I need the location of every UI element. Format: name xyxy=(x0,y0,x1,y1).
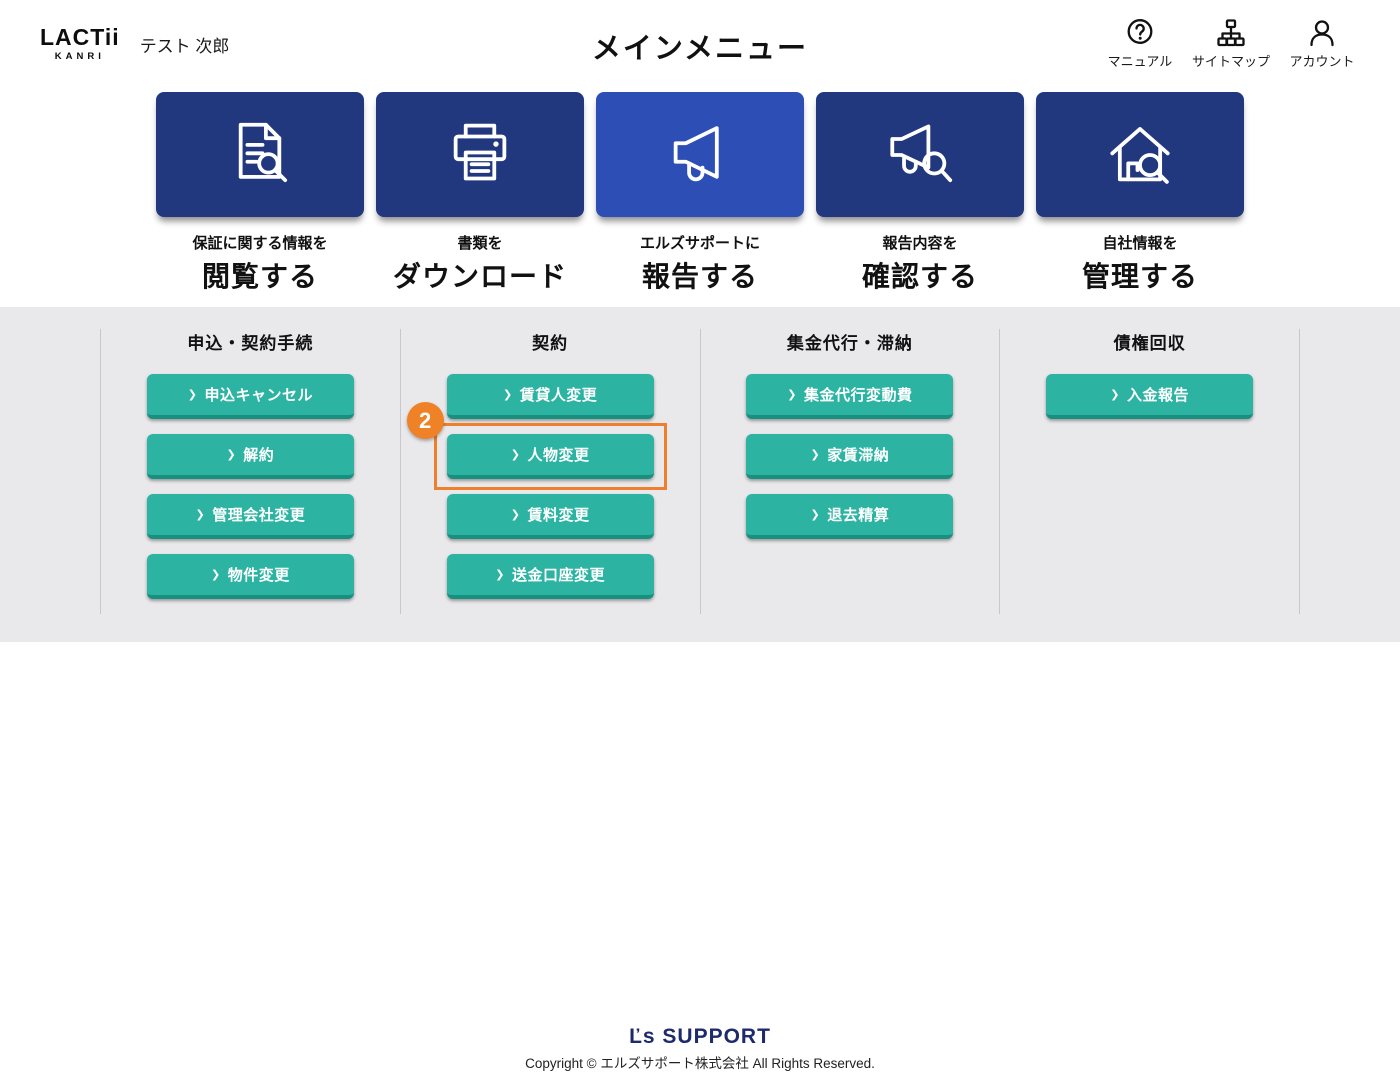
column-title: 契約 xyxy=(532,334,569,353)
nav-label-manual: マニュアル xyxy=(1107,54,1173,69)
column-title: 集金代行・滞納 xyxy=(786,334,913,353)
button-label: 家賃滞納 xyxy=(827,447,890,464)
column-application-contract: 申込・契約手続 申込キャンセル 解約 管理会社変更 物件変更 xyxy=(100,329,400,614)
move-out-settlement-button[interactable]: 退去精算 xyxy=(746,494,954,539)
step-badge: 2 xyxy=(406,402,444,439)
tile-check-report-contents-card[interactable] xyxy=(816,92,1024,217)
nav-label-account: アカウント xyxy=(1289,54,1355,69)
tile-download-documents-card[interactable] xyxy=(376,92,584,217)
termination-button[interactable]: 解約 xyxy=(146,434,354,479)
tile-label-line1: 書類を xyxy=(457,235,503,252)
tile-label-line2: 管理する xyxy=(1081,261,1198,292)
header-nav: マニュアル サイトマップ アカウント xyxy=(1102,18,1360,70)
tile-view-guarantee-info[interactable]: 保証に関する情報を 閲覧する xyxy=(156,92,364,295)
column-contract: 契約 賃貸人変更 2 人物変更 賃料変更 送金口座変更 xyxy=(399,329,700,614)
header: LACTii KANRI テスト 次郎 メインメニュー マニュアル xyxy=(0,0,1400,88)
button-label: 入金報告 xyxy=(1126,387,1189,404)
tile-label-line1: 自社情報を xyxy=(1102,235,1178,252)
nav-item-account[interactable]: アカウント xyxy=(1284,18,1360,70)
copyright-text: Copyright © エルズサポート株式会社 All Rights Reser… xyxy=(525,1056,875,1071)
tile-label-line2: 確認する xyxy=(861,261,978,292)
sitemap-icon xyxy=(1217,19,1245,47)
logo-text: LACTii xyxy=(40,24,120,51)
chevron-right-icon xyxy=(511,506,521,523)
logged-in-user-name: テスト 次郎 xyxy=(139,36,230,56)
tile-download-documents[interactable]: 書類を ダウンロード xyxy=(376,92,584,295)
collection-agency-variable-fee-button[interactable]: 集金代行変動費 xyxy=(746,374,954,419)
management-company-change-button[interactable]: 管理会社変更 xyxy=(146,494,354,539)
button-label: 管理会社変更 xyxy=(212,507,306,524)
nav-label-sitemap: サイトマップ xyxy=(1191,54,1270,69)
house-search-icon xyxy=(1110,126,1170,184)
chevron-right-icon xyxy=(227,446,237,463)
tile-report-to-ls-support-card[interactable] xyxy=(596,92,804,217)
rent-arrears-button[interactable]: 家賃滞納 xyxy=(746,434,954,479)
tile-label-line2: 閲覧する xyxy=(201,261,318,292)
payment-report-button[interactable]: 入金報告 xyxy=(1046,374,1254,419)
button-label: 人物変更 xyxy=(527,447,590,464)
tile-label-line1: 保証に関する情報を xyxy=(192,235,328,252)
chevron-right-icon xyxy=(811,506,821,523)
chevron-right-icon xyxy=(495,566,505,583)
remittance-account-change-button[interactable]: 送金口座変更 xyxy=(446,554,654,599)
document-search-icon xyxy=(238,122,288,182)
nav-item-manual[interactable]: マニュアル xyxy=(1102,18,1178,70)
person-change-button[interactable]: 人物変更 xyxy=(446,434,654,479)
account-icon xyxy=(1310,20,1334,47)
tile-label-line2: 報告する xyxy=(641,261,758,292)
button-label: 賃料変更 xyxy=(527,507,590,524)
help-icon xyxy=(1127,19,1153,44)
chevron-right-icon xyxy=(1110,386,1120,403)
footer: Ľs SUPPORT Copyright © エルズサポート株式会社 All R… xyxy=(0,1025,1400,1072)
column-debt-collection: 債権回収 入金報告 xyxy=(999,329,1300,614)
chevron-right-icon xyxy=(211,566,221,583)
button-label: 送金口座変更 xyxy=(511,567,605,584)
rent-change-button[interactable]: 賃料変更 xyxy=(446,494,654,539)
chevron-right-icon xyxy=(511,446,521,463)
highlight-box: 2 人物変更 xyxy=(406,402,667,490)
button-label: 解約 xyxy=(243,447,275,464)
chevron-right-icon xyxy=(196,506,206,523)
button-label: 集金代行変動費 xyxy=(803,387,913,404)
megaphone-icon xyxy=(673,125,719,181)
lactii-logo[interactable]: LACTii KANRI xyxy=(40,26,120,62)
button-label: 賃貸人変更 xyxy=(519,387,598,404)
tile-manage-company-info-card[interactable] xyxy=(1036,92,1244,217)
button-label: 物件変更 xyxy=(227,567,290,584)
property-change-button[interactable]: 物件変更 xyxy=(146,554,354,599)
column-collection-arrears: 集金代行・滞納 集金代行変動費 家賃滞納 退去精算 xyxy=(699,329,1000,614)
tile-report-to-ls-support[interactable]: エルズサポートに 報告する xyxy=(596,92,804,295)
button-label: 申込キャンセル xyxy=(204,387,313,404)
printer-icon xyxy=(453,123,507,180)
lessor-change-button[interactable]: 賃貸人変更 xyxy=(446,374,654,419)
ls-support-logo: Ľs SUPPORT xyxy=(629,1025,771,1048)
tile-label-line1: エルズサポートに xyxy=(639,235,760,252)
logo-subtext: KANRI xyxy=(54,51,105,63)
tile-label-line1: 報告内容を xyxy=(882,235,958,252)
tile-manage-company-info[interactable]: 自社情報を 管理する xyxy=(1036,92,1244,295)
chevron-right-icon xyxy=(787,386,797,403)
chevron-right-icon xyxy=(188,386,198,403)
tile-check-report-contents[interactable]: 報告内容を 確認する xyxy=(816,92,1024,295)
nav-item-sitemap[interactable]: サイトマップ xyxy=(1192,18,1270,70)
column-title: 債権回収 xyxy=(1113,334,1186,353)
application-cancel-button[interactable]: 申込キャンセル xyxy=(146,374,354,419)
megaphone-search-icon xyxy=(890,124,953,182)
main-tiles: 保証に関する情報を 閲覧する 書類を ダウンロード xyxy=(0,92,1400,295)
chevron-right-icon xyxy=(503,386,513,403)
chevron-right-icon xyxy=(811,446,821,463)
column-title: 申込・契約手続 xyxy=(187,334,314,353)
sub-menu-panel: 申込・契約手続 申込キャンセル 解約 管理会社変更 物件変更 契約 賃貸人変更 … xyxy=(0,307,1400,642)
tile-view-guarantee-info-card[interactable] xyxy=(156,92,364,217)
button-label: 退去精算 xyxy=(827,507,890,524)
tile-label-line2: ダウンロード xyxy=(392,261,567,292)
